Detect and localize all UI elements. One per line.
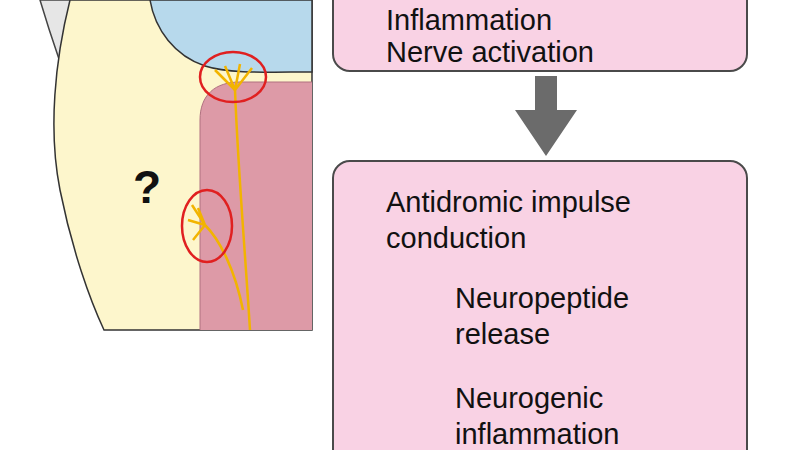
box-heading: Antidromic impulse conduction bbox=[386, 184, 706, 256]
highlight-circle bbox=[182, 190, 232, 262]
nerve-fibers bbox=[188, 64, 252, 330]
box-text: Neurogenic inflammation bbox=[455, 380, 695, 450]
crown-cavity bbox=[150, 0, 312, 72]
dentin bbox=[54, 0, 312, 330]
box-text: Neuropeptide release bbox=[455, 280, 695, 352]
process-box: InflammationNerve activation bbox=[332, 0, 748, 72]
box-text: Nerve activation bbox=[386, 34, 716, 70]
flow-arrow bbox=[515, 76, 577, 156]
box-heading: Inflammation bbox=[386, 2, 716, 38]
question-mark: ? bbox=[133, 160, 161, 214]
highlight-circle bbox=[200, 52, 266, 102]
process-box: Antidromic impulse conductionNeuropeptid… bbox=[332, 160, 748, 450]
pulp bbox=[200, 82, 312, 330]
pulp-outline bbox=[200, 82, 312, 330]
